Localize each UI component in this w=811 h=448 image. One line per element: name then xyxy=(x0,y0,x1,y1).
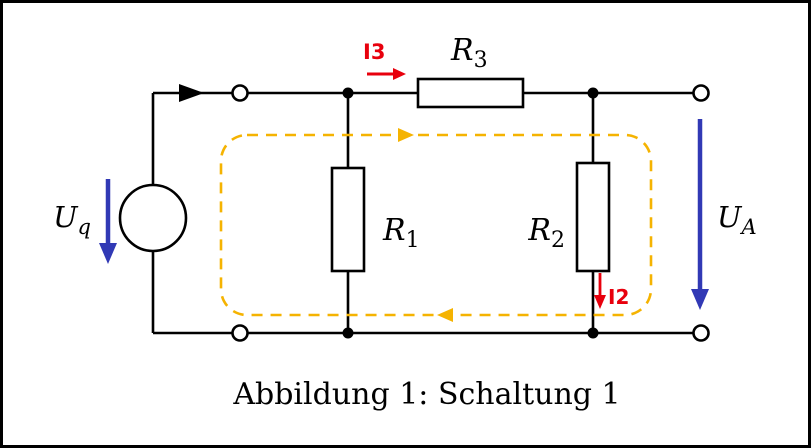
resistor-r3 xyxy=(416,77,525,109)
current-i3-annotation: I3 xyxy=(363,40,406,80)
current-i3-arrow-head-icon xyxy=(393,68,406,80)
resistor-r1-label: R1 xyxy=(382,213,420,253)
current-i3-label: I3 xyxy=(363,40,385,64)
terminal-bottom-left xyxy=(231,324,249,342)
terminal-top-right xyxy=(692,84,710,102)
source-voltage-arrow-head-icon xyxy=(99,243,117,264)
junction-dot xyxy=(342,87,354,99)
current-i2-arrow-head-icon xyxy=(594,295,606,309)
mesh-loop xyxy=(219,128,653,322)
junction-dot xyxy=(587,87,599,99)
terminals xyxy=(231,84,710,342)
mesh-loop-arrow-top-icon xyxy=(398,128,414,142)
mesh-loop-path xyxy=(219,133,653,317)
terminal-top-left xyxy=(231,84,249,102)
source-voltage-label: Uq xyxy=(53,200,91,239)
junction-dot xyxy=(587,327,599,339)
current-i2-label: I2 xyxy=(608,285,629,309)
circuit-diagram: I3 I2 Uq UA R3 R1 R2 Abbildung 1: Schalt… xyxy=(53,33,757,412)
resistor-r2-label: R2 xyxy=(527,213,565,253)
wire-direction-arrow-icon xyxy=(179,84,204,102)
current-i2-annotation: I2 xyxy=(594,273,629,309)
source-voltage-arrow xyxy=(99,179,117,264)
terminal-bottom-right xyxy=(692,324,710,342)
resistor-r2 xyxy=(575,161,611,273)
voltage-source xyxy=(118,183,188,253)
junction-dots xyxy=(342,87,599,339)
figure-caption: Abbildung 1: Schaltung 1 xyxy=(232,377,620,412)
mesh-loop-arrow-bottom-icon xyxy=(437,308,453,322)
junction-dot xyxy=(342,327,354,339)
output-voltage-arrow xyxy=(691,119,709,310)
resistor-r1 xyxy=(330,166,366,273)
output-voltage-label: UA xyxy=(717,200,757,239)
output-voltage-arrow-head-icon xyxy=(691,289,709,310)
resistor-r3-label: R3 xyxy=(450,33,488,73)
